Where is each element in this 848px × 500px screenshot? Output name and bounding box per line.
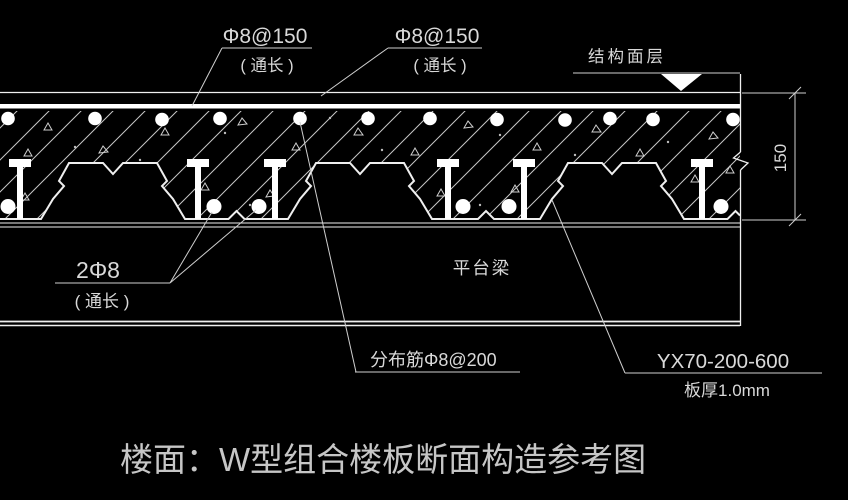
aggregate-symbols <box>20 116 735 207</box>
aggregate-specks <box>73 116 670 207</box>
top-rebar-circles <box>1 111 740 127</box>
shear-stud <box>187 159 209 219</box>
beam-top-lines <box>0 222 740 228</box>
level-triangle-icon <box>661 74 702 91</box>
top-rebar-1-text: Φ8@150 <box>223 25 308 48</box>
dimension-150-value: 150 <box>771 144 790 172</box>
drawing-title: 楼面：W型组合楼板断面构造参考图 <box>120 441 646 478</box>
top-rebar-label-1: Φ8@150 ( 通长 ) <box>191 25 312 107</box>
shear-stud <box>264 159 286 219</box>
top-rebar-label-2: Φ8@150 ( 通长 ) <box>320 25 482 97</box>
bottom-rebar-circles <box>0 199 729 214</box>
top-rebar-2-text: Φ8@150 <box>395 25 480 48</box>
shear-studs <box>9 159 713 219</box>
beam-bottom-lines <box>0 320 740 327</box>
shear-stud <box>691 159 713 219</box>
shear-stud <box>9 159 31 219</box>
slab-surface-lines <box>0 91 740 109</box>
distribution-rebar-text: 分布筋Φ8@200 <box>370 350 497 370</box>
shear-stud <box>437 159 459 219</box>
metal-deck-profile <box>0 162 741 220</box>
deck-type-text: YX70-200-600 <box>657 350 789 373</box>
top-rebar-2-subtext: ( 通长 ) <box>413 56 466 75</box>
deck-thickness-text: 板厚1.0mm <box>684 381 770 400</box>
bottom-rebar-subtext: ( 通长 ) <box>75 292 130 311</box>
bottom-rebar-label: 2Φ8 ( 通长 ) <box>55 209 257 311</box>
section-cut-edge <box>732 74 750 326</box>
dimension-150: 150 <box>742 86 806 227</box>
concrete-hatch-region <box>0 111 740 219</box>
surface-layer-marker: 结构面层 <box>573 47 740 91</box>
platform-beam-label: 平台梁 <box>453 258 512 278</box>
shear-stud <box>513 159 535 219</box>
bottom-rebar-text: 2Φ8 <box>76 257 120 283</box>
distribution-rebar-label: 分布筋Φ8@200 <box>299 121 520 373</box>
top-rebar-1-subtext: ( 通长 ) <box>240 56 293 75</box>
surface-layer-label: 结构面层 <box>588 47 666 66</box>
deck-type-label: YX70-200-600 板厚1.0mm <box>551 199 822 400</box>
